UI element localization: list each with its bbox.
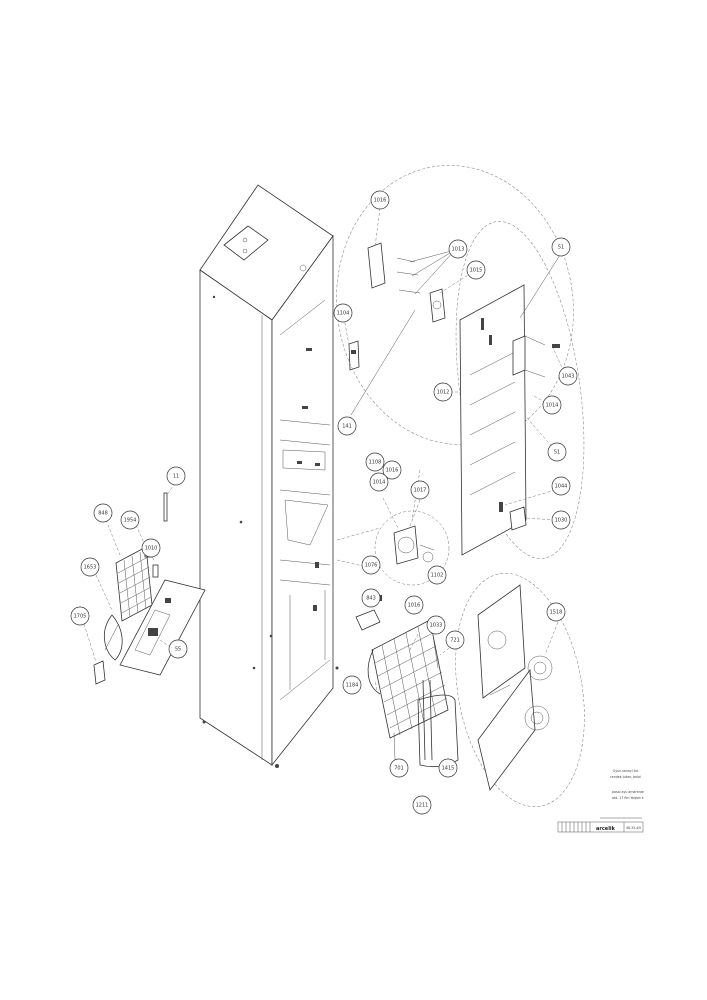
svg-text:1211: 1211	[416, 803, 429, 809]
callout-1076: 1076	[361, 555, 381, 575]
svg-text:1014: 1014	[546, 403, 559, 409]
note-line-2: cendek tubar, bolai	[610, 775, 641, 779]
callout-1033: 1033	[426, 615, 446, 635]
callout-1015: 1015	[466, 260, 486, 280]
compressor-area	[83, 482, 206, 685]
note-line-1: Uyun sanayi ltd.	[613, 769, 639, 773]
svg-text:848: 848	[98, 511, 108, 517]
svg-text:1415: 1415	[442, 766, 455, 772]
callout-1030: 1030	[551, 510, 571, 530]
callout-141: 141	[337, 416, 357, 436]
svg-text:1104: 1104	[337, 311, 350, 317]
svg-text:1012: 1012	[437, 390, 450, 396]
svg-text:721: 721	[450, 638, 460, 644]
note-line-4: atd. 17 fim Yalpan k	[612, 796, 644, 800]
svg-text:1102: 1102	[431, 573, 444, 579]
svg-text:1030: 1030	[555, 518, 568, 524]
callout-1016-mid: 1016	[382, 460, 402, 480]
svg-text:1108: 1108	[369, 460, 382, 466]
callout-1108: 1108	[365, 452, 385, 472]
callout-51: 51	[551, 237, 571, 257]
svg-text:1653: 1653	[84, 565, 97, 571]
svg-text:11: 11	[173, 474, 179, 480]
brand-logo-text: arcelik	[596, 826, 616, 832]
title-block: Uyun sanayi ltd. cendek tubar, bolai pas…	[557, 769, 644, 833]
svg-text:51: 51	[554, 450, 560, 456]
callout-1043: 1043	[558, 366, 578, 386]
callout-1211: 1211	[412, 795, 432, 815]
callout-1012: 1012	[433, 382, 453, 402]
svg-text:1016: 1016	[386, 468, 399, 474]
svg-text:701: 701	[394, 766, 404, 772]
svg-text:1184: 1184	[346, 683, 359, 689]
callout-1705: 1705	[70, 606, 90, 626]
note-line-3: pasal ayu amarente	[612, 790, 644, 794]
callout-1017: 1017	[410, 480, 430, 500]
svg-text:1033: 1033	[430, 623, 443, 629]
callout-1653: 1653	[80, 557, 100, 577]
svg-text:1016: 1016	[408, 603, 421, 609]
callout-1044: 1044	[551, 476, 571, 496]
svg-text:1017: 1017	[414, 488, 427, 494]
doc-number: 48.35.4/0	[626, 826, 641, 830]
svg-text:1043: 1043	[562, 374, 575, 380]
callout-51-lower: 51	[547, 442, 567, 462]
callout-721: 721	[445, 630, 465, 650]
svg-text:843: 843	[366, 596, 376, 602]
callout-1014-mid: 1014	[369, 472, 389, 492]
evaporator-assembly	[355, 595, 459, 768]
svg-text:1518: 1518	[550, 610, 563, 616]
svg-text:1013: 1013	[452, 247, 465, 253]
component-1104-box	[348, 340, 360, 371]
svg-text:1044: 1044	[555, 484, 568, 490]
svg-text:1010: 1010	[145, 546, 158, 552]
callout-1954: 1954	[120, 510, 140, 530]
callout-848: 848	[93, 503, 113, 523]
svg-text:1076: 1076	[365, 563, 378, 569]
callout-55: 55	[168, 639, 188, 659]
upper-detail-zone	[336, 165, 585, 559]
svg-text:1016: 1016	[374, 198, 387, 204]
callout-1014: 1014	[542, 395, 562, 415]
callout-1102: 1102	[427, 565, 447, 585]
svg-text:55: 55	[175, 647, 181, 653]
callout-1415: 1415	[438, 758, 458, 778]
callout-1013: 1013	[448, 239, 468, 259]
svg-text:1954: 1954	[124, 518, 137, 524]
svg-text:141: 141	[342, 424, 352, 430]
callout-1184: 1184	[342, 675, 362, 695]
svg-text:1014: 1014	[373, 480, 386, 486]
callout-1010: 1010	[141, 538, 161, 558]
callout-1016-low: 1016	[404, 595, 424, 615]
callout-11: 11	[166, 466, 186, 486]
svg-text:1705: 1705	[74, 614, 87, 620]
refrigerator-cabinet	[199, 184, 339, 768]
rear-housing	[455, 573, 585, 807]
callout-1104: 1104	[333, 303, 353, 323]
svg-text:51: 51	[558, 245, 564, 251]
svg-text:1015: 1015	[470, 268, 483, 274]
callout-701: 701	[389, 758, 409, 778]
callout-1518: 1518	[546, 602, 566, 622]
fan-module	[336, 469, 450, 586]
callout-843: 843	[361, 588, 381, 608]
callout-1016: 1016	[370, 190, 390, 210]
